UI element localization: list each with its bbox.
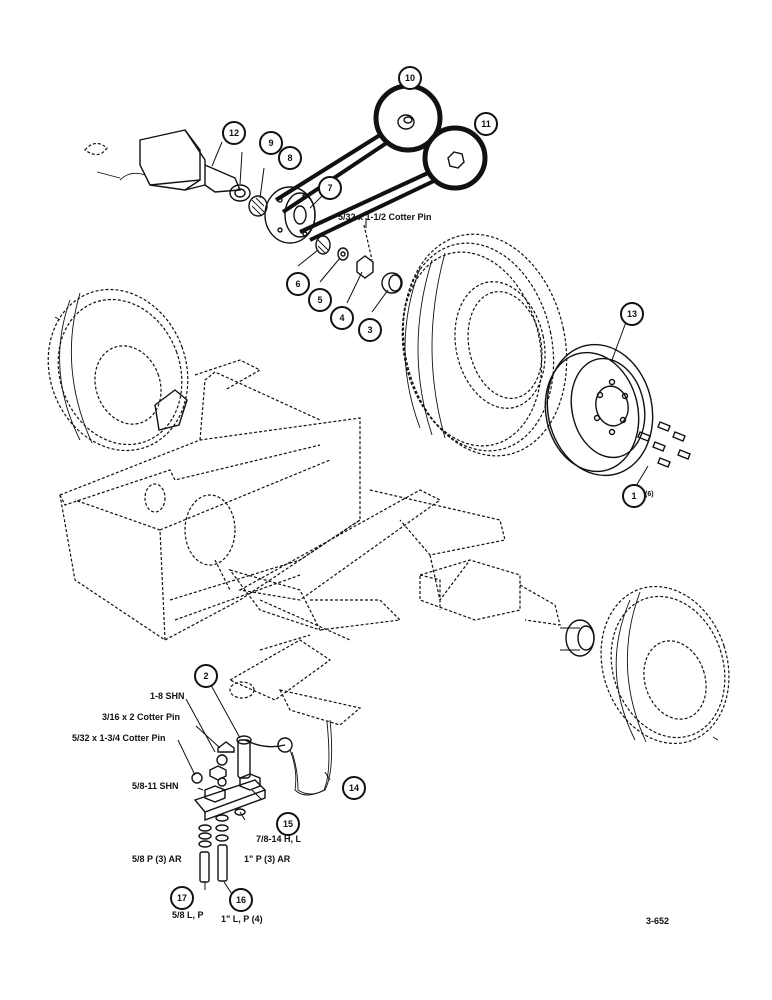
callout-1: 1 xyxy=(622,484,646,508)
callout-8: 8 xyxy=(278,146,302,170)
wheel-rim-drawing xyxy=(544,343,654,477)
large-tire-drawing xyxy=(401,233,568,457)
callout-11: 11 xyxy=(474,112,498,136)
leader-lines xyxy=(177,141,649,895)
spindle-drawing xyxy=(84,129,242,193)
callout-5: 5 xyxy=(308,288,332,312)
note-cotter-pin-5-32: 5/32 x 1-3/4 Cotter Pin xyxy=(72,733,166,743)
callout-10: 10 xyxy=(398,66,422,90)
figure-id: 3-652 xyxy=(646,916,670,926)
callout-13: 13 xyxy=(620,302,644,326)
note-5-8-lp: 5/8 L, P xyxy=(172,910,204,920)
note-7-8-14-hl: 7/8-14 H, L xyxy=(256,834,302,844)
note-cotter-pin-hub: 5/32 x 1-1/2 Cotter Pin xyxy=(338,212,432,222)
callout-16: 16 xyxy=(229,888,253,912)
safety-chain-drawing xyxy=(244,719,333,796)
callout-14: 14 xyxy=(342,776,366,800)
callout-4: 4 xyxy=(330,306,354,330)
callout-1-quantity: (6) xyxy=(645,491,654,498)
callout-2: 2 xyxy=(194,664,218,688)
rear-hub-drawing xyxy=(560,619,595,657)
note-cotter-pin-3-16: 3/16 x 2 Cotter Pin xyxy=(102,712,181,722)
note-5-8-11-shn: 5/8-11 SHN xyxy=(132,781,179,791)
note-1-8-shn: 1-8 SHN xyxy=(150,691,185,701)
callout-6: 6 xyxy=(286,272,310,296)
callout-12: 12 xyxy=(222,121,246,145)
clevis-plate-drawing xyxy=(191,741,267,883)
callout-3: 3 xyxy=(358,318,382,342)
note-1-p3ar: 1" P (3) AR xyxy=(244,854,291,864)
left-wheel-drawing xyxy=(47,288,189,452)
callout-7: 7 xyxy=(318,176,342,200)
wheel-bolts-drawing xyxy=(637,421,691,468)
callout-15: 15 xyxy=(276,812,300,836)
right-rear-wheel-drawing xyxy=(600,585,730,745)
note-1-lp: 1" L, P (4) xyxy=(221,914,263,924)
callout-17: 17 xyxy=(170,886,194,910)
hitch-drawing xyxy=(228,634,362,726)
callout-9: 9 xyxy=(259,131,283,155)
hitch-pin-drawing xyxy=(236,735,252,779)
frame-drawing xyxy=(59,359,561,641)
note-5-8-p3ar: 5/8 P (3) AR xyxy=(132,854,182,864)
